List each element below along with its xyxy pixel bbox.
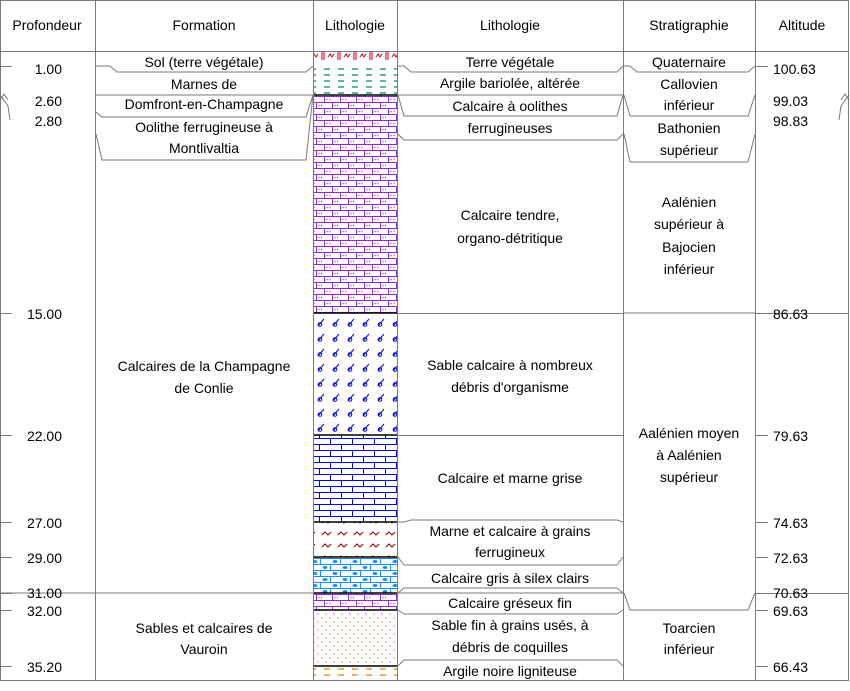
formation-label: de Conlie (174, 380, 233, 396)
boundary-lines (0, 65, 850, 667)
strat-label: supérieur à (654, 216, 724, 232)
altitude-label: 100.63 (773, 61, 816, 77)
altitude-label: 66.43 (773, 659, 808, 675)
strat-label: inférieur (664, 97, 715, 113)
strat-label: supérieur (660, 469, 719, 485)
lithology-label: Calcaire à oolithes (452, 98, 567, 114)
altitude-label: 69.63 (773, 603, 808, 619)
depth-label: 31.00 (27, 585, 62, 601)
lithology-label: Marne et calcaire à grains (429, 523, 590, 539)
strat-label: supérieur (660, 142, 719, 158)
depth-label: 29.00 (27, 550, 62, 566)
strat-label: à Aalénien (656, 447, 721, 463)
depth-label: 1.00 (35, 61, 62, 77)
litho-cell-sandy-limestone (314, 593, 397, 610)
altitude-label: 86.63 (773, 306, 808, 322)
litho-cell-clay-orange (314, 666, 397, 680)
lithology-label: organo-détritique (457, 230, 563, 246)
lithology-label: Sable fin à grains usés, à (431, 617, 588, 633)
lithology-label: Terre végétale (466, 54, 555, 70)
lithology-label: Calcaire gréseux fin (448, 595, 572, 611)
altitude-label: 98.83 (773, 113, 808, 129)
formation-label: Vauroin (180, 641, 227, 657)
lithology-label: Calcaire gris à silex clairs (431, 570, 589, 586)
lithology-label: Argile bariolée, altérée (440, 75, 580, 91)
header-altitude: Altitude (779, 17, 826, 33)
depth-labels: 1.00 2.60 2.80 15.00 22.00 27.00 29.00 3… (27, 61, 62, 675)
depth-label: 35.20 (27, 659, 62, 675)
header-strat: Stratigraphie (649, 17, 729, 33)
lithology-label: Argile noire ligniteuse (443, 663, 577, 679)
strat-label: Bajocien (662, 239, 716, 255)
litho-cell-marl (314, 522, 397, 557)
altitude-labels: 100.63 99.03 98.83 86.63 79.63 74.63 72.… (773, 61, 816, 675)
formation-label: Domfront-en-Champagne (125, 96, 284, 112)
depth-label: 15.00 (27, 306, 62, 322)
strat-label: Aalénien moyen (639, 425, 739, 441)
formation-labels: Sol (terre végétale) Marnes de Domfront-… (118, 54, 291, 657)
litho-cell-cyan-limestone (314, 557, 397, 593)
lithology-label: débris d'organisme (451, 379, 569, 395)
litho-cell-clay (314, 66, 397, 95)
header-litho-pattern: Lithologie (325, 17, 385, 33)
strat-label: inférieur (664, 641, 715, 657)
depth-label: 2.60 (35, 93, 62, 109)
litho-cell-shell-sand (314, 313, 397, 435)
header-depth: Profondeur (12, 17, 82, 33)
altitude-label: 72.63 (773, 550, 808, 566)
formation-label: Montlivaltia (169, 140, 239, 156)
depth-label: 2.80 (35, 113, 62, 129)
stratigraphy-labels: Quaternaire Callovien inférieur Bathonie… (639, 54, 739, 657)
lithology-column (314, 52, 397, 680)
strat-label: Bathonien (657, 120, 720, 136)
formation-label: Oolithe ferrugineuse à (135, 119, 273, 135)
formation-label: Sables et calcaires de (136, 620, 273, 636)
formation-label: Calcaires de la Champagne (118, 358, 291, 374)
lithology-label: Calcaire et marne grise (438, 470, 583, 486)
lithology-label: ferrugineuses (468, 120, 553, 136)
strat-label: Aalénien (662, 194, 717, 210)
strat-label: inférieur (664, 261, 715, 277)
lithology-label: débris de coquilles (452, 639, 568, 655)
lithology-label: Sable calcaire à nombreux (427, 357, 593, 373)
column-headers: Profondeur Formation Lithologie Litholog… (12, 17, 825, 33)
strat-label: Callovien (660, 76, 718, 92)
litho-cell-dots (314, 610, 397, 666)
depth-label: 27.00 (27, 515, 62, 531)
formation-label: Marnes de (171, 76, 237, 92)
strat-label: Toarcien (663, 620, 716, 636)
altitude-label: 99.03 (773, 93, 808, 109)
header-litho-desc: Lithologie (480, 17, 540, 33)
strat-label: Quaternaire (652, 54, 726, 70)
depth-label: 22.00 (27, 428, 62, 444)
litho-cell-limestone-blue (314, 435, 397, 522)
lithology-labels: Terre végétale Argile bariolée, altérée … (427, 54, 593, 679)
lithology-label: ferrugineux (475, 544, 545, 560)
altitude-label: 74.63 (773, 515, 808, 531)
altitude-label: 79.63 (773, 428, 808, 444)
depth-label: 32.00 (27, 603, 62, 619)
lithology-label: Calcaire tendre, (461, 207, 560, 223)
altitude-label: 70.63 (773, 585, 808, 601)
litho-cell-soil (314, 52, 397, 66)
litho-cell-oolithic-limestone (314, 95, 397, 313)
header-formation: Formation (172, 17, 235, 33)
formation-label: Sol (terre végétale) (144, 54, 263, 70)
